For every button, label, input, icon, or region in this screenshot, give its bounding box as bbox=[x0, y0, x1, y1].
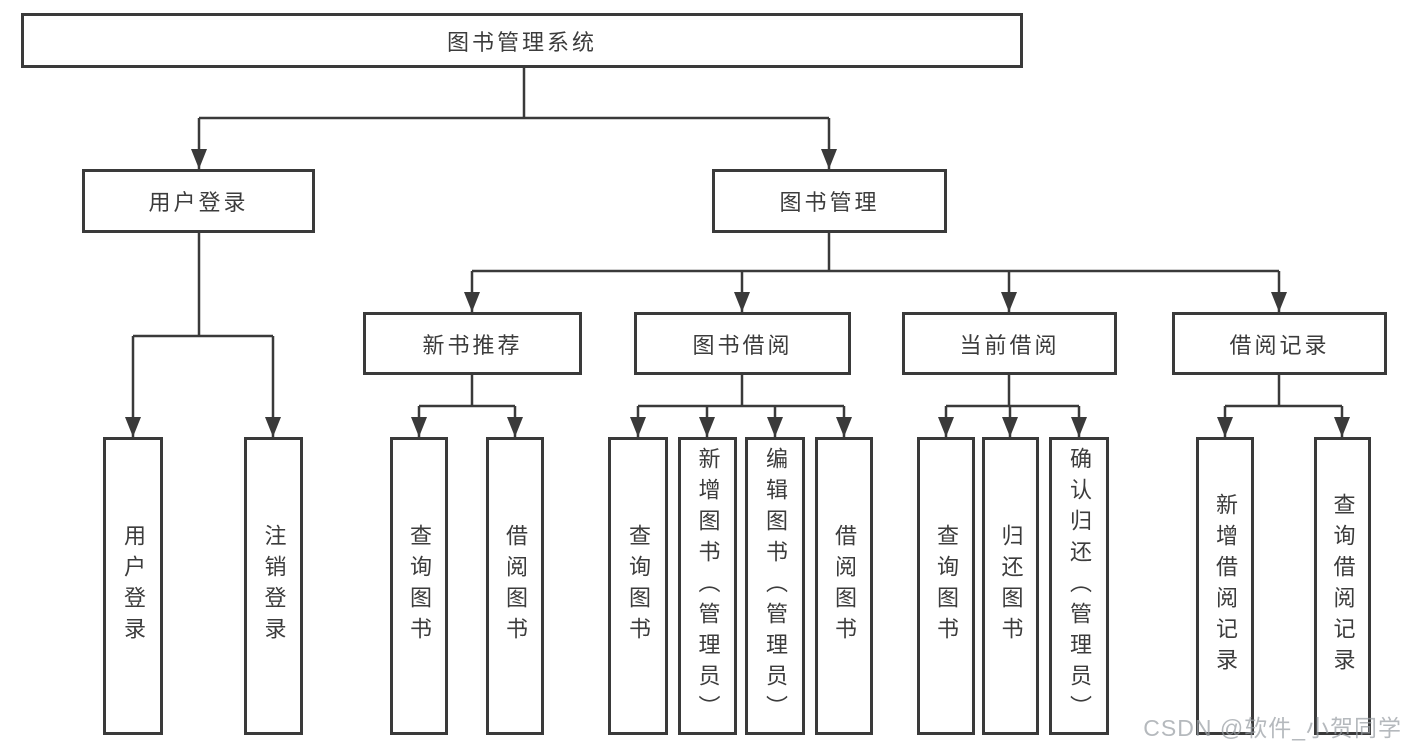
node-label: 归还图书 bbox=[998, 524, 1024, 648]
node-label: 新增借阅记录 bbox=[1213, 493, 1238, 679]
node-label: 确认归还（管理员） bbox=[1067, 446, 1092, 726]
node-user-login-action: 用户登录 bbox=[103, 437, 163, 735]
node-logout: 注销登录 bbox=[244, 437, 303, 735]
connector-book-borrowing-branch bbox=[630, 375, 852, 437]
connector-borrowing-records-branch bbox=[1217, 375, 1350, 437]
node-label: 编辑图书（管理员） bbox=[763, 446, 788, 726]
node-label: 查询图书 bbox=[407, 524, 432, 648]
node-library-management-system: 图书管理系统 bbox=[21, 13, 1023, 68]
node-confirm-return-admin: 确认归还（管理员） bbox=[1049, 437, 1109, 735]
node-label: 查询借阅记录 bbox=[1330, 493, 1356, 679]
node-label: 查询图书 bbox=[934, 524, 959, 648]
connector-current-borrowing-branch bbox=[938, 375, 1087, 437]
connector-book-management-branch bbox=[464, 233, 1287, 312]
node-user-login: 用户登录 bbox=[82, 169, 315, 233]
node-borrowing-records: 借阅记录 bbox=[1172, 312, 1387, 375]
node-query-books-2: 查询图书 bbox=[608, 437, 668, 735]
node-add-borrow-record: 新增借阅记录 bbox=[1196, 437, 1254, 735]
node-borrow-books-1: 借阅图书 bbox=[486, 437, 544, 735]
connector-new-book-branch bbox=[411, 375, 523, 437]
connector-root-branch bbox=[191, 68, 837, 169]
node-label: 注销登录 bbox=[261, 524, 287, 648]
watermark-text: CSDN @软件_小贺同学 bbox=[1143, 715, 1402, 741]
connector-user-login-branch bbox=[125, 233, 281, 437]
node-query-books-1: 查询图书 bbox=[390, 437, 448, 735]
node-query-books-3: 查询图书 bbox=[917, 437, 975, 735]
node-book-management: 图书管理 bbox=[712, 169, 947, 233]
node-borrow-books-2: 借阅图书 bbox=[815, 437, 873, 735]
node-label: 借阅图书 bbox=[503, 524, 528, 648]
node-book-borrowing: 图书借阅 bbox=[634, 312, 851, 375]
node-add-book-admin: 新增图书（管理员） bbox=[678, 437, 737, 735]
node-label: 用户登录 bbox=[121, 524, 146, 648]
node-query-borrow-record: 查询借阅记录 bbox=[1314, 437, 1371, 735]
node-label: 新增图书（管理员） bbox=[695, 446, 721, 726]
node-new-book-recommend: 新书推荐 bbox=[363, 312, 582, 375]
node-label: 查询图书 bbox=[626, 524, 651, 648]
node-current-borrowing: 当前借阅 bbox=[902, 312, 1117, 375]
node-label: 借阅图书 bbox=[832, 524, 857, 648]
node-edit-book-admin: 编辑图书（管理员） bbox=[745, 437, 805, 735]
node-return-books: 归还图书 bbox=[982, 437, 1039, 735]
